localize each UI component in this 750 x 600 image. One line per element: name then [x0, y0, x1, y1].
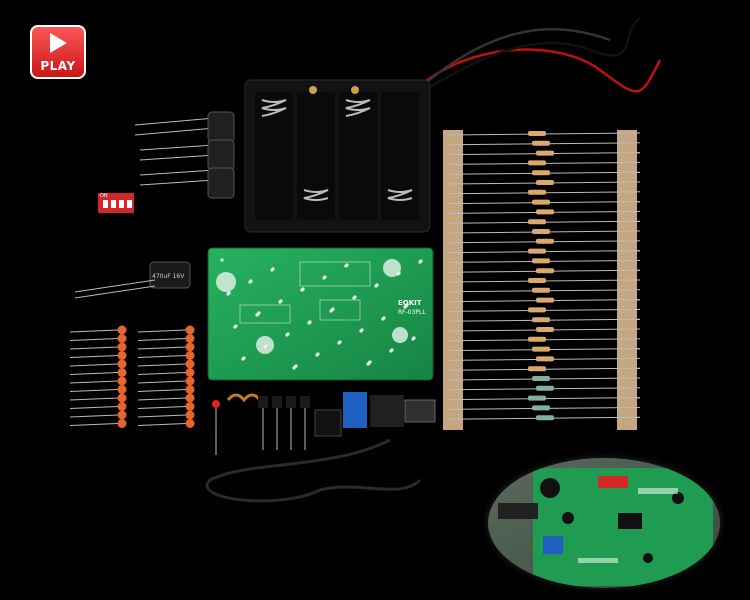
capacitor-label: 470uF 16V: [152, 273, 185, 280]
play-label: PLAY: [40, 59, 76, 73]
misc-components: [212, 392, 436, 455]
assembled-board-inset: [488, 458, 720, 588]
ceramic-capacitors: [69, 325, 195, 428]
battery-wires: [414, 16, 662, 98]
play-button[interactable]: PLAY: [30, 25, 86, 79]
pcb-brand: EOKIT: [398, 299, 422, 307]
electrolytic-capacitors: [134, 111, 235, 199]
battery-holder: [244, 79, 431, 233]
large-capacitor: 470uF 16V: [74, 261, 191, 299]
dip-switch: ON: [98, 193, 134, 213]
resistor-strip: [443, 130, 641, 430]
dip-label: ON: [100, 193, 108, 199]
main-pcb: EOKIT RF-03PLL: [207, 247, 434, 381]
pcb-model: RF-03PLL: [398, 309, 426, 316]
antenna-wire: [205, 438, 422, 503]
play-icon: [50, 33, 67, 53]
